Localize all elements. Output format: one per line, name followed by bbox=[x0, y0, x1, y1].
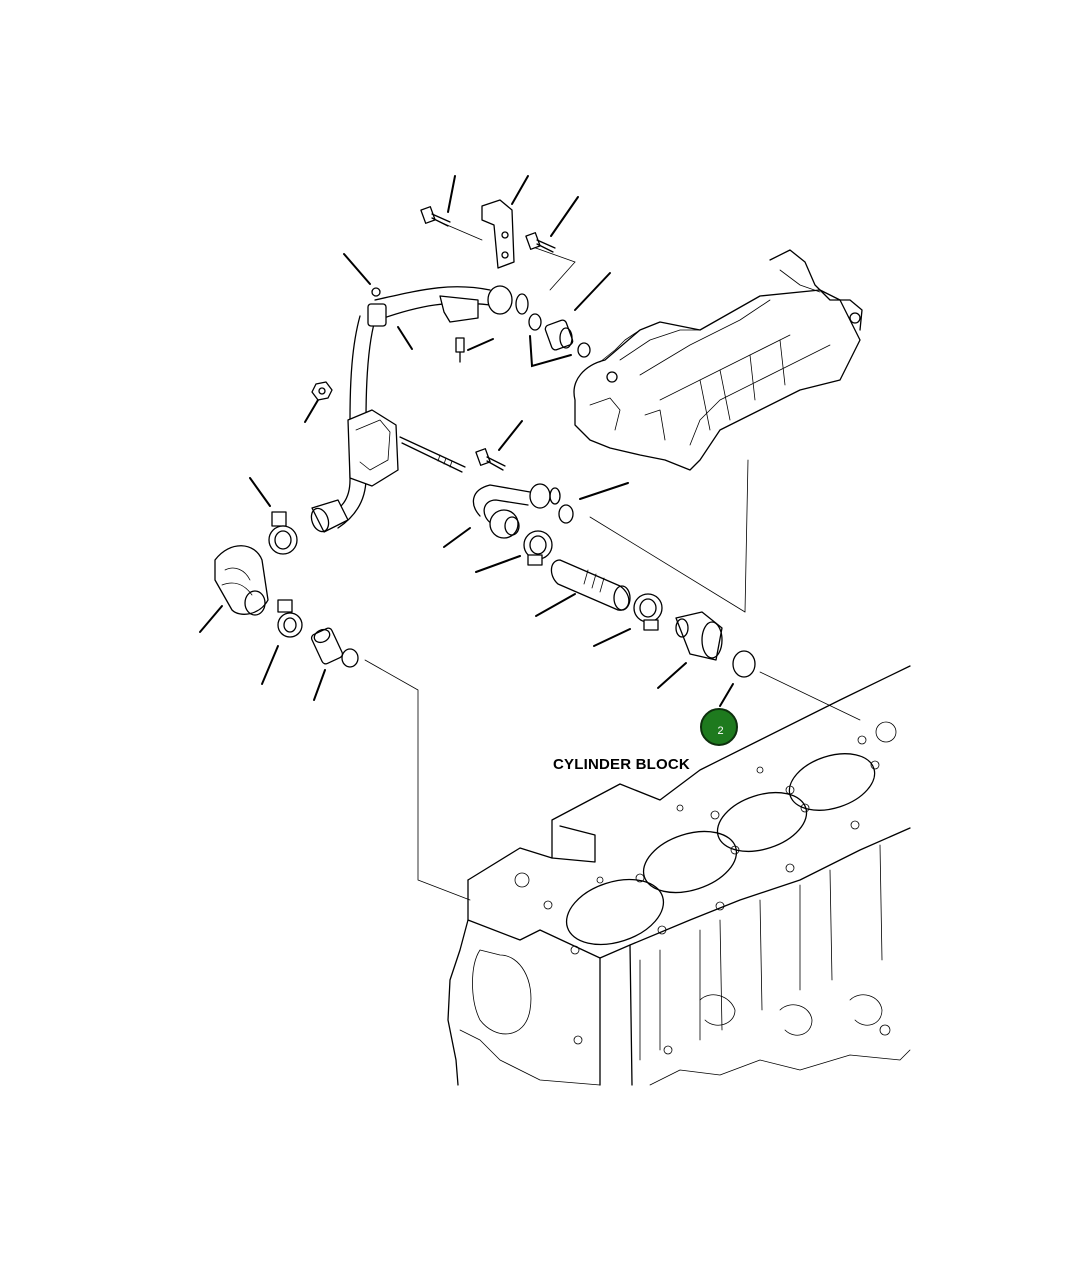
hose-clamp-upper-left bbox=[268, 511, 298, 555]
tube-outlet bbox=[310, 499, 349, 533]
upper-coolant-tube bbox=[329, 285, 529, 529]
fitting-right bbox=[675, 611, 723, 661]
o-ring-middle bbox=[558, 504, 574, 524]
part-callout-2[interactable]: 2 bbox=[700, 708, 738, 746]
o-ring-lower bbox=[732, 650, 756, 678]
bracket bbox=[481, 199, 515, 269]
bolt-middle bbox=[475, 448, 506, 471]
fitting-lower-left bbox=[310, 627, 359, 668]
assembly-center-lines bbox=[364, 221, 861, 901]
stud bbox=[399, 436, 466, 473]
straight-hose bbox=[550, 559, 631, 611]
callout-number: 2 bbox=[717, 724, 724, 737]
nut bbox=[311, 381, 333, 401]
fitting-upper bbox=[528, 313, 591, 358]
hose-clamp-lower-left bbox=[277, 599, 303, 638]
hose-clamp-middle bbox=[523, 530, 553, 566]
cylinder-block bbox=[447, 665, 911, 1086]
hose-clamp-right bbox=[633, 593, 663, 631]
block-holes bbox=[514, 721, 897, 955]
cylinder-block-label: CYLINDER BLOCK bbox=[553, 756, 690, 773]
elbow-hose bbox=[214, 545, 269, 616]
bolt-upper-left bbox=[420, 206, 451, 227]
egr-cooler bbox=[573, 249, 863, 471]
bolt-upper-right bbox=[525, 232, 556, 253]
bent-tube bbox=[472, 483, 561, 539]
mounting-block bbox=[347, 409, 399, 487]
leader-lines bbox=[199, 175, 734, 707]
